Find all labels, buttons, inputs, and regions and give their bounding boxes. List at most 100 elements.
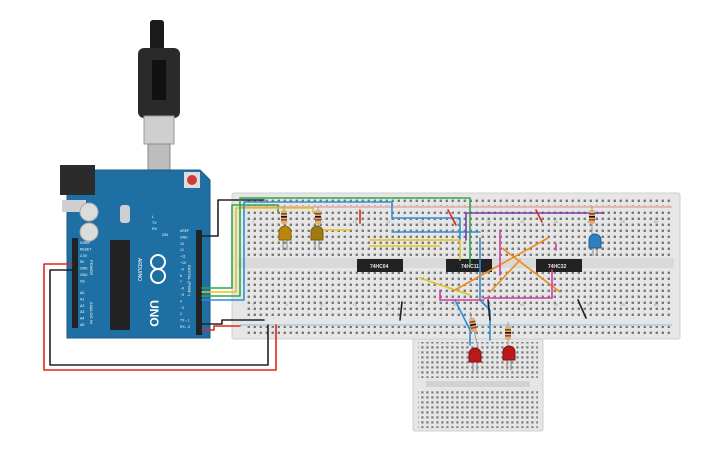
analog-pin-label: A0 bbox=[80, 291, 84, 295]
column-number: 45 bbox=[554, 219, 559, 224]
resistor bbox=[589, 206, 595, 236]
power-header-label: POWER bbox=[89, 260, 94, 275]
analog-pin-label: A3 bbox=[80, 310, 84, 314]
leds[interactable] bbox=[278, 225, 602, 372]
brand-label: ARDUINO bbox=[136, 258, 142, 281]
on-label: ON bbox=[162, 232, 168, 237]
chip-label: 74HC11 bbox=[461, 264, 479, 270]
chip-label: 74HC04 bbox=[370, 264, 389, 270]
digital-pin-label: ~10 bbox=[180, 261, 186, 265]
power-jack bbox=[60, 165, 95, 195]
power-pin-label: GND bbox=[80, 267, 88, 271]
board-led-label: L bbox=[152, 215, 154, 219]
column-number: 30 bbox=[453, 219, 458, 224]
column-number: 40 bbox=[520, 219, 525, 224]
digital-pin-label: ~9 bbox=[180, 267, 184, 271]
digital-header-label: DIGITAL (PWM~) bbox=[187, 265, 192, 297]
atmega-chip bbox=[110, 240, 130, 330]
resistors[interactable] bbox=[281, 206, 595, 349]
wires[interactable] bbox=[43, 197, 605, 371]
resistor bbox=[468, 311, 479, 349]
wire-red-top bbox=[201, 325, 241, 331]
column-number: 25 bbox=[420, 219, 425, 224]
column-number: 1 bbox=[252, 219, 255, 224]
wire-yellow bbox=[201, 207, 314, 293]
wire-green-long bbox=[201, 197, 471, 297]
analog-header-label: ANALOG IN bbox=[89, 302, 94, 324]
column-number: 10 bbox=[319, 302, 324, 307]
chip-74hc11[interactable]: 74HC11 bbox=[446, 259, 492, 272]
wire-magenta-2 bbox=[439, 289, 485, 301]
chip-label: 74HC32 bbox=[548, 264, 567, 270]
power-header bbox=[72, 238, 78, 328]
analog-pin-label: A5 bbox=[80, 323, 84, 327]
column-number: 25 bbox=[420, 302, 425, 307]
arduino-uno-board[interactable]: UNO ARDUINO POWER ANALOG IN DIGITAL (PWM… bbox=[60, 165, 211, 339]
capacitor bbox=[79, 202, 99, 222]
wire-black-short-3 bbox=[577, 299, 587, 319]
wire-black-short-2 bbox=[487, 299, 491, 321]
power-pin-label: RESET bbox=[80, 247, 91, 251]
digital-pin-label: ~11 bbox=[180, 255, 186, 259]
wire-black-gnd-top bbox=[201, 199, 265, 237]
wire-blue bbox=[201, 201, 461, 301]
analog-pin-label: A2 bbox=[80, 304, 84, 308]
column-number: 60 bbox=[654, 302, 659, 307]
arduino-logo bbox=[150, 254, 166, 284]
column-number: 10 bbox=[319, 219, 324, 224]
digital-pin-label: 13 bbox=[180, 242, 184, 246]
resistor bbox=[281, 206, 287, 232]
wire-red-short-3 bbox=[535, 209, 543, 223]
board-name: UNO bbox=[147, 300, 161, 327]
column-number: 60 bbox=[654, 219, 659, 224]
column-number: 45 bbox=[554, 302, 559, 307]
column-number: 30 bbox=[453, 302, 458, 307]
wire-red-short-2 bbox=[447, 209, 457, 226]
digital-pin-label: TX→1 bbox=[180, 319, 190, 323]
breadboard-column-numbers: 1155101015152020252530303535404045455050… bbox=[252, 219, 659, 307]
crystal bbox=[120, 205, 130, 223]
wire-orange-1 bbox=[454, 237, 549, 291]
analog-pin-label: A1 bbox=[80, 297, 84, 301]
power-pin-label: IOREF bbox=[80, 241, 90, 245]
board-led-label: TX bbox=[152, 221, 157, 225]
reset-button-cap[interactable] bbox=[187, 175, 197, 185]
column-number: 15 bbox=[353, 302, 358, 307]
digital-pin-label: 8 bbox=[180, 274, 182, 278]
wire-black-short-1 bbox=[399, 301, 403, 321]
wire-black-bottom bbox=[201, 319, 265, 325]
digital-header bbox=[196, 230, 202, 335]
wire-purple bbox=[465, 212, 605, 241]
wire-black-gnd bbox=[49, 269, 269, 366]
analog-pin-label: A4 bbox=[80, 317, 84, 321]
led-blue bbox=[588, 233, 602, 256]
column-number: 35 bbox=[487, 219, 492, 224]
chip-74hc04[interactable]: 74HC04 bbox=[357, 259, 403, 272]
column-number: 5 bbox=[286, 302, 289, 307]
digital-pin-label: 2 bbox=[180, 312, 182, 316]
digital-pin-label: ~6 bbox=[180, 287, 184, 291]
led-red-1 bbox=[468, 347, 482, 372]
digital-pin-label: 12 bbox=[180, 248, 184, 252]
wire-orange-2 bbox=[501, 247, 561, 293]
power-pin-label: Vin bbox=[80, 279, 85, 283]
board-led-label: RX bbox=[152, 227, 158, 231]
led-yellow-2 bbox=[310, 225, 324, 250]
wire-orange-3 bbox=[489, 259, 521, 293]
digital-pin-label: RX←0 bbox=[180, 325, 190, 329]
led-yellow-1 bbox=[278, 225, 292, 250]
chip-74hc32[interactable]: 74HC32 bbox=[536, 259, 582, 272]
column-number: 1 bbox=[252, 302, 255, 307]
digital-pin-label: GND bbox=[180, 235, 188, 239]
wire-yellow-2 bbox=[369, 239, 461, 261]
wire-blue-3 bbox=[479, 237, 491, 341]
column-number: 20 bbox=[386, 302, 391, 307]
wire-yellow-4 bbox=[419, 277, 471, 296]
led-red-2 bbox=[502, 345, 516, 370]
digital-pin-label: 4 bbox=[180, 299, 182, 303]
digital-pin-label: 7 bbox=[180, 280, 182, 284]
usb-cable[interactable] bbox=[138, 20, 180, 175]
